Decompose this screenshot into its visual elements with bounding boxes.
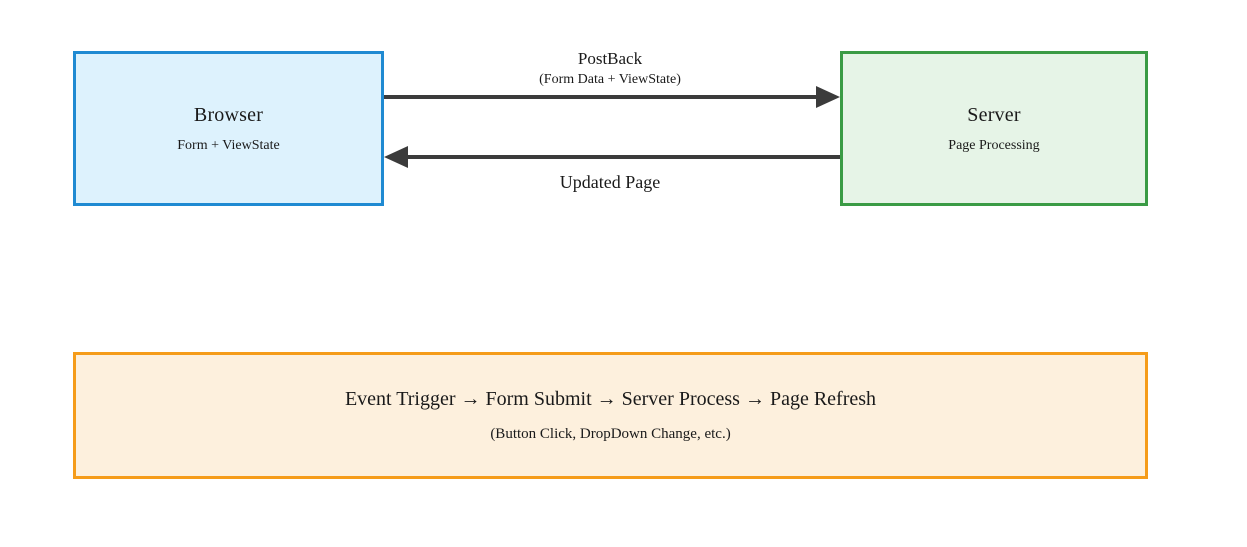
flow-summary-panel: Event Trigger → Form Submit → Server Pro…: [73, 352, 1148, 479]
node-browser[interactable]: Browser Form + ViewState: [73, 51, 384, 206]
edge-postback-label-line2: (Form Data + ViewState): [539, 71, 681, 87]
arrow-right-icon: [816, 86, 840, 108]
node-server-title: Server: [967, 103, 1021, 126]
edge-postback-label-line1: PostBack: [577, 49, 643, 68]
node-server-subtitle: Page Processing: [948, 137, 1040, 153]
node-server[interactable]: Server Page Processing: [840, 51, 1148, 206]
flow-summary-main-text: Event Trigger → Form Submit → Server Pro…: [344, 388, 877, 411]
edge-postback-label: PostBack (Form Data + ViewState): [400, 49, 820, 88]
arrow-left-icon: [384, 146, 408, 168]
edge-response-line: [408, 155, 840, 159]
edge-response-label: Updated Page: [559, 172, 661, 192]
node-browser-title: Browser: [193, 103, 264, 126]
flow-summary-sub-text: (Button Click, DropDown Change, etc.): [490, 426, 731, 443]
node-browser-subtitle: Form + ViewState: [177, 137, 280, 153]
edge-postback-line: [384, 95, 816, 99]
